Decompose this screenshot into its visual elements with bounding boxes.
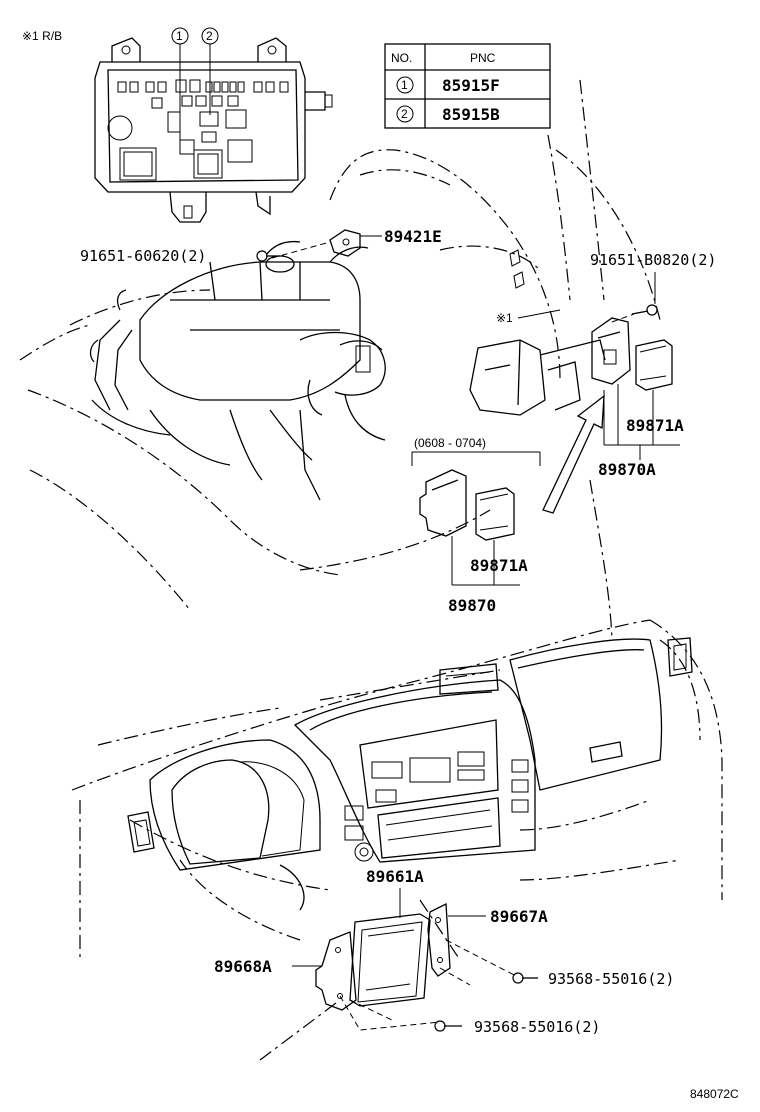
label-91651-60620: 91651-60620(2)	[80, 247, 206, 265]
label-89870A: 89870A	[598, 460, 656, 479]
label-89667A: 89667A	[490, 907, 548, 926]
marker-2: 2	[201, 27, 219, 45]
legend-row2-no: 2	[401, 107, 408, 121]
dashboard-illustration	[71, 619, 723, 1061]
label-93568-55016-b: 93568-55016(2)	[474, 1018, 600, 1036]
marker-1: 1	[171, 27, 189, 45]
label-89421E: 89421E	[384, 227, 442, 246]
footer-code: 848072C	[690, 1087, 739, 1101]
legend-row1-pnc: 85915F	[442, 76, 500, 95]
legend-row1-no: 1	[401, 78, 408, 92]
engine-bay-illustration	[19, 79, 661, 641]
legend-header-no: NO.	[391, 51, 412, 65]
label-date-range: (0608 - 0704)	[414, 436, 486, 450]
label-89871A-upper: 89871A	[626, 416, 684, 435]
svg-text:1: 1	[176, 29, 183, 43]
label-89668A: 89668A	[214, 957, 272, 976]
svg-text:2: 2	[206, 29, 213, 43]
relay-box-note: ※1 R/B	[22, 29, 62, 43]
label-89870: 89870	[448, 596, 496, 615]
relay-box-illustration: ※1 R/B	[22, 27, 333, 223]
label-89871A-lower: 89871A	[470, 556, 528, 575]
label-91651-B0820: 91651-B0820(2)	[590, 251, 716, 269]
pnc-legend-table: NO. PNC 1 85915F 2 85915B	[384, 43, 551, 129]
sub-assembly-0608-0704	[411, 451, 541, 586]
label-note-ref: ※1	[496, 311, 513, 325]
label-93568-55016-a: 93568-55016(2)	[548, 970, 674, 988]
part-labels: 89421E 91651-60620(2) 91651-B0820(2) ※1 …	[80, 227, 739, 1101]
legend-row2-pnc: 85915B	[442, 105, 500, 124]
ecu-assembly-illustration	[292, 888, 538, 1032]
label-89661A: 89661A	[366, 867, 424, 886]
legend-header-pnc: PNC	[470, 51, 496, 65]
relay-block-illustration	[469, 249, 680, 514]
